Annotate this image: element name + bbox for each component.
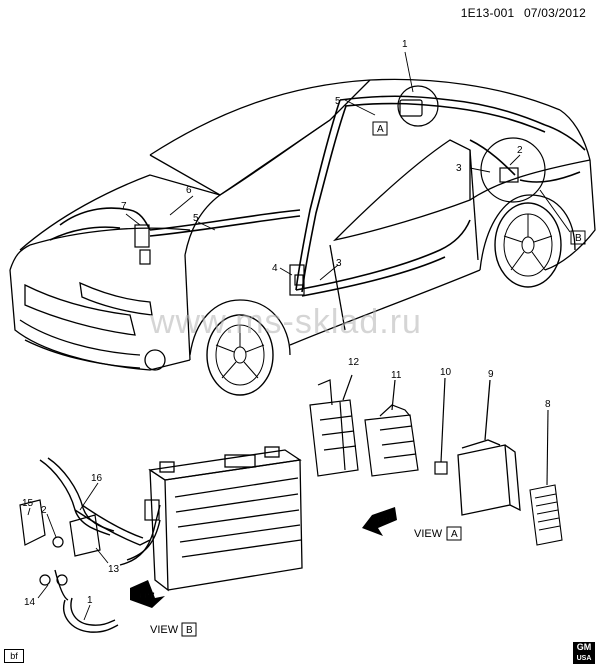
callout-4: 4: [272, 263, 278, 274]
view-a-title: VIEW: [414, 528, 443, 540]
frt-lower-text: FRT: [140, 593, 154, 600]
gm-logo-line-2: USA: [576, 655, 592, 662]
callout-15: 15: [22, 498, 34, 509]
wiring-harness: [49, 95, 586, 297]
view-a-title-letter: A: [451, 529, 458, 540]
frt-arrow-lower: FRT: [130, 580, 165, 608]
rear-wheel: [494, 202, 562, 288]
battery: [148, 446, 303, 592]
harness-connectors: [134, 99, 519, 296]
diagram-date: 07/03/2012: [523, 6, 586, 20]
diagram-code: 1E13-001: [460, 6, 515, 20]
callout-12: 12: [348, 357, 360, 368]
callout-14: 14: [24, 597, 36, 608]
callout-1-top: 1: [402, 39, 408, 50]
callout-10: 10: [440, 367, 452, 378]
view-b-marker-letter: B: [575, 233, 582, 244]
component-12: [309, 374, 359, 477]
diagram-header: 1E13-001 07/03/2012: [455, 6, 586, 20]
frt-arrow-upper: FRT: [362, 507, 397, 536]
hardware-parts: [19, 499, 160, 586]
callout-5-top: 5: [335, 96, 341, 107]
callout-3-rear: 3: [456, 163, 462, 174]
callout-11: 11: [391, 370, 402, 381]
car-body-outline: [9, 78, 596, 371]
view-a-marker-letter: A: [377, 124, 384, 135]
callout-8: 8: [545, 399, 551, 410]
view-b-title: VIEW: [150, 624, 179, 636]
component-8-label: [529, 409, 563, 546]
callout-3-side: 3: [336, 258, 342, 269]
callout-2-rear: 2: [517, 145, 523, 156]
gm-logo-line-1: GM: [576, 642, 592, 652]
gm-logo: GM USA: [573, 642, 595, 664]
callout-2-lower: 2: [41, 505, 47, 516]
view-a-title-box: [446, 526, 462, 541]
callout-labels: 1 5 2 3 6 7 5 4 3 12 11 10 9 8 16 15 2 1…: [22, 39, 551, 608]
callout-7: 7: [121, 201, 127, 212]
view-a-marker-box: [372, 121, 388, 136]
car-leader-lines: [125, 51, 521, 281]
figure-tag: bf: [4, 649, 24, 663]
callout-13: 13: [108, 564, 120, 575]
detail-circle-top: [397, 85, 439, 127]
view-letters: A B VIEW A VIEW B: [150, 124, 582, 636]
callout-6: 6: [186, 185, 192, 196]
detail-circle-rear: [480, 137, 546, 203]
callout-5-front: 5: [193, 213, 199, 224]
view-b-title-letter: B: [186, 625, 193, 636]
battery-cables: [39, 457, 161, 633]
frt-upper-text: FRT: [378, 517, 392, 524]
callout-16: 16: [91, 473, 103, 484]
lower-leader-lines: [27, 482, 109, 621]
component-10: [434, 377, 448, 475]
callout-9: 9: [488, 369, 494, 380]
component-11: [364, 379, 419, 477]
callout-1-lower: 1: [87, 595, 93, 606]
component-9-module: [457, 379, 521, 516]
watermark-text: www.ms-sklad.ru: [150, 303, 422, 341]
view-b-title-box: [181, 622, 197, 637]
view-b-marker-box: [570, 230, 586, 245]
front-wheel: [206, 314, 274, 396]
